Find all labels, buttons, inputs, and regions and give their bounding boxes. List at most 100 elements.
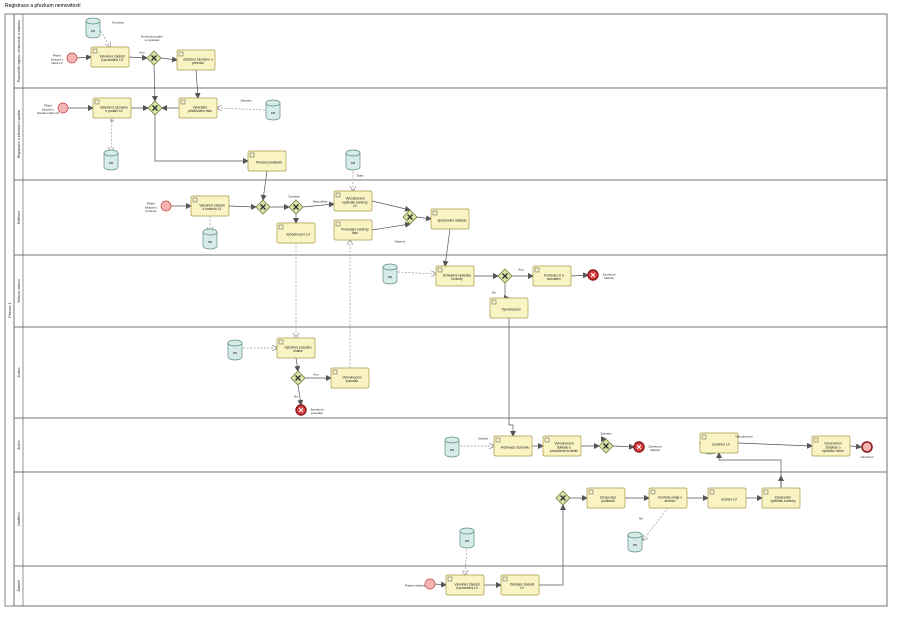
data-store-label: DB: [633, 543, 637, 547]
task-type-icon: [447, 576, 453, 582]
association-edge: [98, 27, 110, 47]
task-t10[interactable]: Zpracování dokladu: [430, 208, 470, 230]
task-t22[interactable]: Uložení LV: [707, 487, 747, 509]
data-store-label: DB: [450, 448, 454, 452]
exclusive-gateway-icon[interactable]: [402, 209, 418, 225]
task-type-icon: [192, 197, 198, 203]
annotation-label: Ne: [492, 290, 496, 294]
exclusive-gateway-icon[interactable]: [555, 490, 571, 506]
task-type-icon: [335, 192, 341, 198]
data-store-icon: DB: [459, 527, 475, 549]
annotation-label: Záznam: [240, 98, 252, 102]
lane-label: Oddělení: [17, 512, 21, 526]
annotation-label: Nesouhlas: [313, 199, 328, 203]
data-store-label: DB: [109, 161, 113, 165]
task-type-icon: [763, 489, 769, 495]
task-type-icon: [544, 437, 550, 443]
lane-label: Registrační a informační systém: [17, 110, 21, 159]
annotation-label: Ano: [139, 50, 145, 54]
sequence-edge: [371, 221, 411, 231]
exclusive-gateway-icon[interactable]: [146, 50, 162, 66]
exclusive-gateway-icon[interactable]: [290, 370, 306, 386]
association-edge: [465, 545, 467, 575]
task-type-icon: [491, 299, 497, 305]
exclusive-gateway-icon[interactable]: [255, 199, 271, 215]
end-event-icon[interactable]: Ukončení: [860, 441, 874, 459]
sequence-edge: [416, 215, 432, 222]
exclusive-gateway-icon[interactable]: [147, 100, 163, 116]
exclusive-gateway-icon[interactable]: [598, 438, 614, 454]
annotation-label: Ano: [313, 372, 319, 376]
annotation-label: Data: [357, 173, 364, 177]
task-t18[interactable]: Uzavření LV: [699, 432, 739, 454]
sequence-edge: [371, 200, 411, 212]
data-store-label: DB: [233, 351, 237, 355]
task-type-icon: [588, 489, 594, 495]
task-t16[interactable]: Archivace záznamu: [493, 435, 533, 457]
sequence-edge: [612, 443, 635, 450]
task-t5[interactable]: Předání podkladů: [247, 150, 287, 172]
start-event-icon[interactable]: Podání žádosti: [405, 578, 436, 590]
task-t13[interactable]: Vyhodnocení: [489, 297, 529, 319]
data-store-icon: DB: [627, 531, 643, 553]
task-type-icon: [335, 221, 341, 227]
sequence-edge: [228, 203, 257, 210]
task-t7[interactable]: Vyhodnocení LV: [276, 222, 316, 244]
task-type-icon: [278, 224, 284, 230]
sequence-edge: [260, 170, 268, 201]
task-type-icon: [180, 99, 186, 105]
task-label: Uzavření LV: [712, 442, 731, 446]
exclusive-gateway-icon[interactable]: [288, 199, 304, 215]
sequence-edge: [160, 56, 178, 63]
task-type-icon: [437, 267, 443, 273]
data-store-icon: DB: [227, 339, 243, 361]
data-store-label: DB: [208, 240, 212, 244]
data-store-icon: DB: [103, 149, 119, 171]
task-type-icon: [278, 339, 284, 345]
annotation-label: Záznam: [600, 431, 612, 435]
sequence-edge: [539, 504, 566, 586]
task-label: Vyhodnocení LV: [286, 232, 311, 236]
exclusive-gateway-icon[interactable]: [497, 268, 513, 284]
diagram-title: Registrace a přezkum nemovitostí: [5, 3, 81, 9]
sequence-edge: [128, 54, 148, 61]
annotation-label: Ne: [110, 118, 114, 122]
